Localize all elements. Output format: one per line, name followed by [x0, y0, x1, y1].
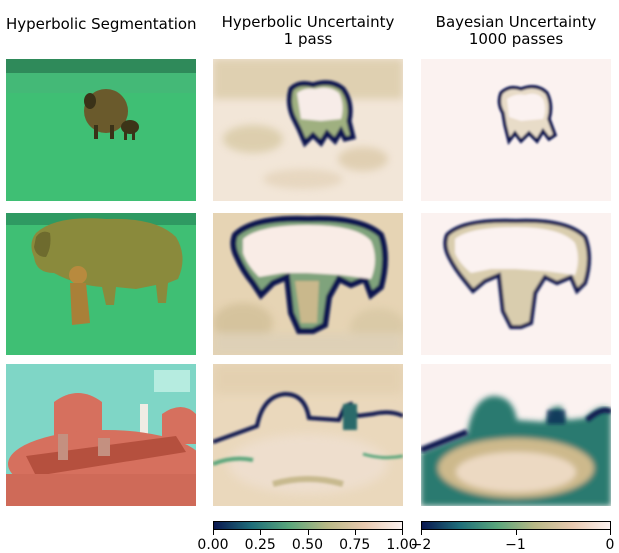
colorbar-tick-mark — [354, 530, 356, 535]
colorbar-tick-label: 0 — [605, 537, 615, 553]
bayesian-uncertainty-row2 — [421, 213, 611, 355]
col-title-bayesian-line2: 1000 passes — [468, 30, 564, 48]
segmentation-image-row3 — [6, 364, 196, 506]
bayesian-uncertainty-row1 — [421, 59, 611, 201]
colorbar-tick-label: 0.25 — [244, 537, 276, 553]
colorbar-bayesian — [421, 521, 611, 530]
colorbar-tick-mark — [307, 530, 309, 535]
hyperbolic-uncertainty-row3 — [213, 364, 403, 506]
hyperbolic-uncertainty-row2 — [213, 213, 403, 355]
col-title-hyperbolic-line1: Hyperbolic Uncertainty — [221, 13, 395, 31]
col-title-segmentation: Hyperbolic Segmentation — [6, 15, 197, 33]
col-title-bayesian-uncertainty: Bayesian Uncertainty 1000 passes — [408, 14, 619, 48]
segmentation-image-row2 — [6, 213, 196, 355]
col-title-hyperbolic-line2: 1 pass — [283, 30, 333, 48]
colorbar-tick-mark — [610, 530, 611, 535]
col-title-segmentation-text: Hyperbolic Segmentation — [6, 15, 197, 33]
col-title-bayesian-line1: Bayesian Uncertainty — [435, 13, 597, 31]
col-title-hyperbolic-uncertainty: Hyperbolic Uncertainty 1 pass — [200, 14, 416, 48]
colorbar-tick-mark — [213, 530, 214, 535]
colorbar-tick-mark — [515, 530, 517, 535]
segmentation-image-row1 — [6, 59, 196, 201]
colorbar-tick-label: −2 — [410, 537, 432, 553]
colorbar-tick-label: −1 — [505, 537, 526, 553]
colorbar-tick-label: 0.00 — [197, 537, 229, 553]
colorbar-hyperbolic — [213, 521, 403, 530]
colorbar-tick-mark — [260, 530, 262, 535]
colorbar-tick-mark — [402, 530, 403, 535]
colorbar-tick-label: 0.50 — [291, 537, 324, 553]
bayesian-uncertainty-row3 — [421, 364, 611, 506]
colorbar-tick-mark — [421, 530, 422, 535]
colorbar-tick-label: 1.00 — [386, 537, 418, 553]
hyperbolic-uncertainty-row1 — [213, 59, 403, 201]
colorbar-tick-label: 0.75 — [339, 537, 371, 553]
